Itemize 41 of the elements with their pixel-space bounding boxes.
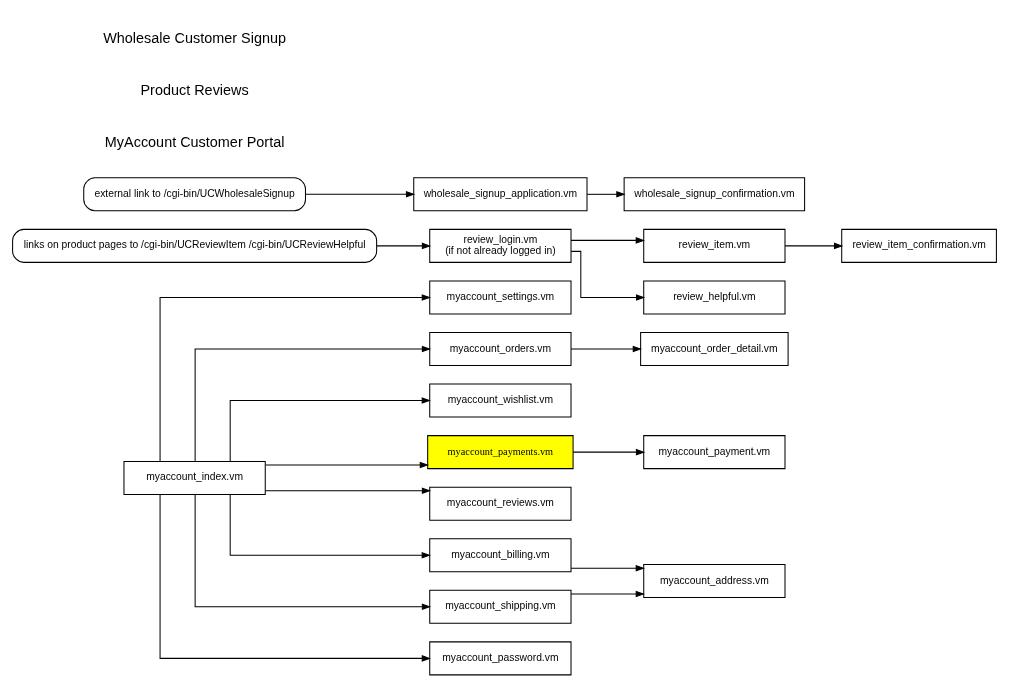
arrow — [159, 293, 431, 462]
arrow — [376, 242, 432, 249]
node-box: myaccount_orders.vm — [429, 331, 572, 366]
node-box: myaccount_shipping.vm — [429, 589, 572, 624]
node-box: myaccount_password.vm — [429, 640, 572, 675]
arrow — [305, 190, 416, 198]
arrow — [194, 493, 432, 610]
arrow — [586, 190, 626, 198]
node-box: links on product pages to /cgi-bin/UCReviewItem /cgi-bin/UCReviewHelpful — [12, 228, 378, 263]
label: Wholesale Customer Signup — [103, 29, 286, 46]
node-box: myaccount_order_detail.vm — [640, 331, 789, 366]
arrow — [570, 564, 645, 571]
node-box: myaccount_billing.vm — [429, 537, 572, 572]
label: MyAccount Customer Portal — [104, 133, 285, 150]
node-box: myaccount_index.vm — [123, 460, 266, 495]
node-box: review_login.vm (if not already logged in) — [429, 228, 572, 263]
label: Product Reviews — [140, 81, 249, 98]
arrow — [570, 345, 643, 352]
arrow — [194, 345, 432, 462]
arrow — [229, 493, 431, 558]
node-box: myaccount_reviews.vm — [429, 486, 572, 521]
node-box: myaccount_payments.vm — [427, 434, 574, 469]
node-box: wholesale_signup_confirmation.vm — [623, 176, 806, 211]
arrow — [572, 448, 646, 455]
node-box: myaccount_wishlist.vm — [429, 383, 572, 418]
arrow — [265, 487, 432, 494]
node-box: wholesale_signup_application.vm — [413, 176, 588, 211]
arrow — [265, 461, 430, 468]
arrow — [570, 590, 645, 597]
arrow — [159, 493, 431, 662]
node-box: review_item.vm — [643, 228, 786, 263]
arrow — [229, 396, 431, 462]
arrow — [570, 236, 645, 244]
arrow — [784, 242, 844, 249]
node-box: myaccount_settings.vm — [429, 279, 572, 314]
node-box: review_item_confirmation.vm — [841, 228, 997, 263]
node-box: external link to /cgi-bin/UCWholesaleSignup — [83, 176, 306, 211]
node-box: review_helpful.vm — [643, 279, 786, 314]
arrow — [570, 250, 646, 301]
node-box: myaccount_payment.vm — [643, 434, 786, 469]
node-box: myaccount_address.vm — [643, 563, 786, 598]
